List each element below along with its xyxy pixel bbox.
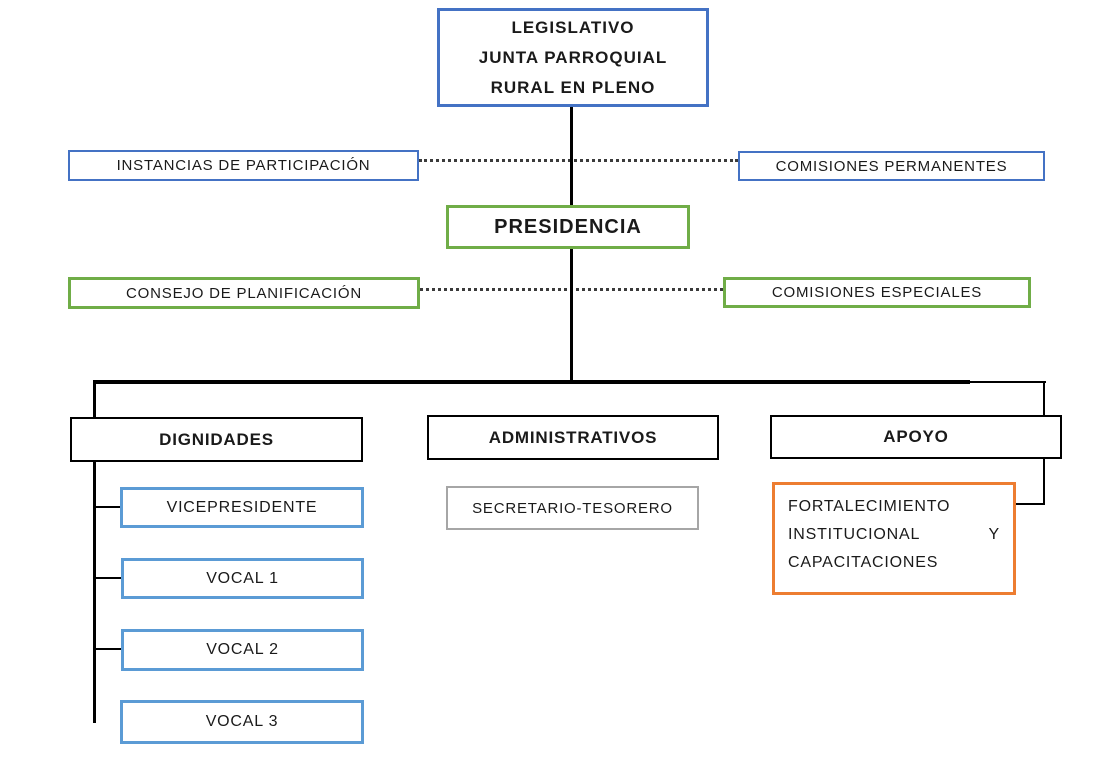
- node-administrativos: ADMINISTRATIVOS: [427, 415, 719, 460]
- node-fortalecimiento-institucional: FORTALECIMIENTO INSTITUCIONAL Y CAPACITA…: [772, 482, 1016, 595]
- node-comisiones-permanentes: COMISIONES PERMANENTES: [738, 151, 1045, 181]
- node-vocal-2: VOCAL 2: [121, 629, 364, 671]
- node-presidencia: PRESIDENCIA: [446, 205, 690, 249]
- connector-horizontal-extension: [968, 381, 1046, 383]
- node-legislativo-line-1: LEGISLATIVO: [511, 17, 635, 37]
- node-dignidades: DIGNIDADES: [70, 417, 363, 462]
- node-vicepresidente: VICEPRESIDENTE: [120, 487, 364, 528]
- connector-stub-vocal-2: [95, 648, 121, 650]
- node-vocal-1: VOCAL 1: [121, 558, 364, 599]
- node-vocal-3: VOCAL 3: [120, 700, 364, 744]
- node-secretario-tesorero: SECRETARIO-TESORERO: [446, 486, 699, 530]
- node-instancias-de-participacion: INSTANCIAS DE PARTICIPACIÓN: [68, 150, 419, 181]
- node-comisiones-especiales: COMISIONES ESPECIALES: [723, 277, 1031, 308]
- node-legislativo-line-2: JUNTA PARROQUIAL: [478, 47, 668, 67]
- connector-stub-vocal-1: [95, 577, 121, 579]
- connector-stub-fortalecimiento: [1016, 503, 1044, 505]
- connector-presidencia-mainline: [570, 249, 573, 382]
- node-legislativo-junta-parroquial: LEGISLATIVO JUNTA PARROQUIAL RURAL EN PL…: [437, 8, 709, 107]
- node-legislativo-line-3: RURAL EN PLENO: [490, 77, 656, 97]
- node-consejo-de-planificacion: CONSEJO DE PLANIFICACIÓN: [68, 277, 420, 309]
- node-fortalecimiento-label: FORTALECIMIENTO INSTITUCIONAL Y CAPACITA…: [788, 498, 1000, 571]
- connector-legislativo-presidencia: [570, 107, 573, 205]
- connector-dotted-instancias-comisiones-permanentes: [419, 159, 738, 162]
- connector-left-spine: [93, 381, 96, 723]
- connector-main-horizontal: [93, 380, 970, 384]
- connector-stub-vicepresidente: [95, 506, 120, 508]
- node-apoyo: APOYO: [770, 415, 1062, 459]
